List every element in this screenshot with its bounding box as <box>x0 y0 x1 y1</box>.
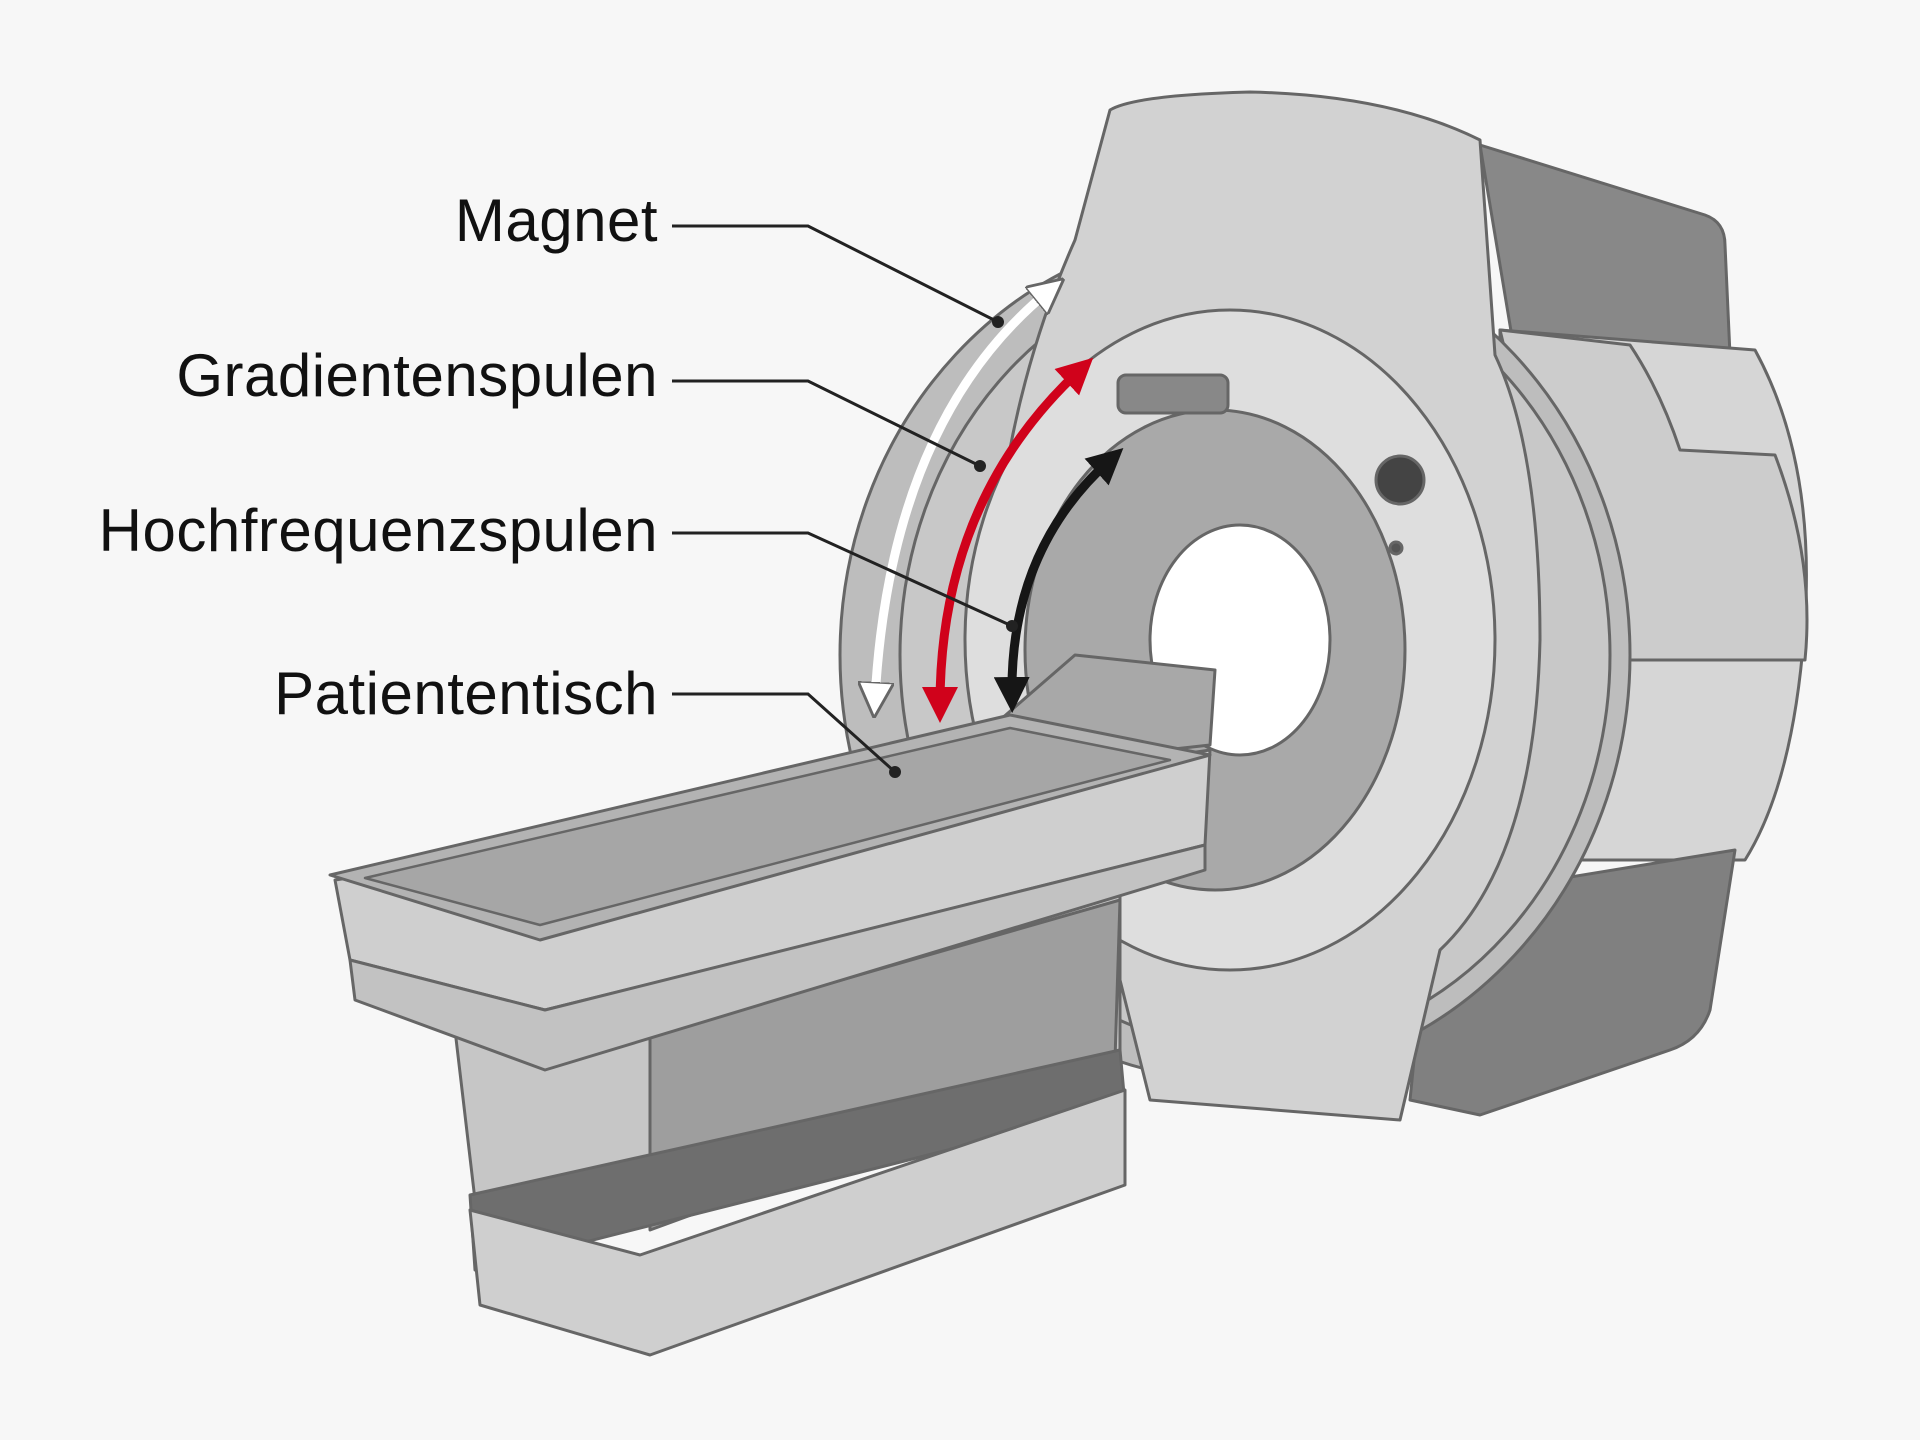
table-slab-edge <box>348 843 1207 1072</box>
rf-coils-leader-dot <box>1006 620 1018 632</box>
magnet-leader-dot <box>992 316 1004 328</box>
gantry-indicator <box>1388 540 1404 556</box>
right-cabinet-top <box>1478 143 1732 357</box>
gantry-button <box>1374 454 1426 506</box>
gradient-coils-leader-dot <box>974 460 986 472</box>
gradient-coils-leader-line <box>672 379 981 468</box>
label-magnet: Magnet <box>454 187 658 254</box>
gradient-coils-arrow <box>922 357 1094 723</box>
rf-coils-arrow <box>993 447 1124 713</box>
patient-table-leader-line <box>672 692 897 774</box>
label-rf-coils: Hochfrequenzspulen <box>98 497 658 564</box>
rf-coils-leader-line <box>672 531 1013 628</box>
magnet-leader-line <box>672 224 999 324</box>
table-mattress <box>363 726 1172 927</box>
label-gradient-coils: Gradientenspulen <box>176 342 658 409</box>
gantry-display <box>1116 373 1230 415</box>
label-patient-table: Patiententisch <box>274 660 658 727</box>
table-foot <box>468 1088 1127 1357</box>
patient-table-leader-dot <box>889 766 901 778</box>
